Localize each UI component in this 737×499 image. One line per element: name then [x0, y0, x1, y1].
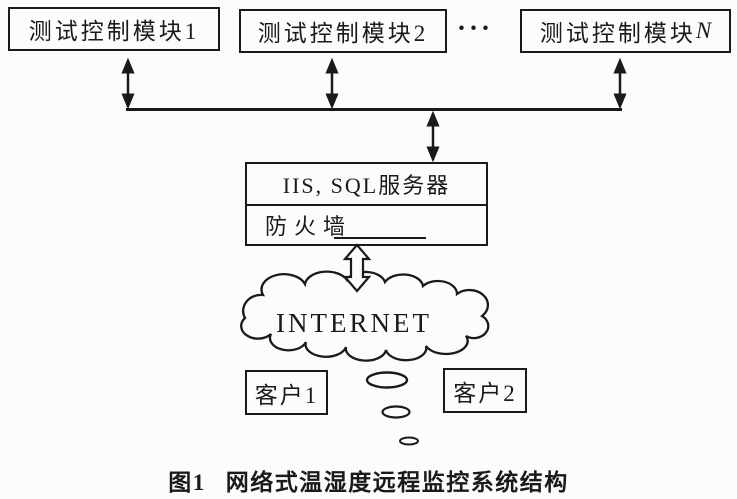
client-1-box: 客户1 [245, 370, 328, 415]
server-cloud-arrow [342, 243, 372, 293]
module-1-label: 测试控制模块1 [28, 19, 200, 44]
module2-bus-arrow [325, 57, 339, 110]
bubble-medium [381, 405, 411, 419]
module-2-box: 测试控制模块2 [239, 9, 447, 53]
figure-number: 图1 [168, 470, 206, 495]
firewall-label: 防火墙 [265, 214, 353, 239]
module-2-label: 测试控制模块2 [257, 21, 429, 46]
server-label: IIS, SQL服务器 [247, 164, 486, 206]
figure-title: 网络式温湿度远程监控系统结构 [225, 470, 569, 495]
bus-server-arrow [426, 110, 440, 163]
internet-label: INTERNET [276, 308, 432, 338]
module-n-suffix: N [695, 18, 712, 43]
moduleN-bus-arrow [613, 57, 627, 110]
module-1-box: 测试控制模块1 [8, 7, 220, 51]
client-2-label: 客户2 [453, 380, 517, 406]
bubble-large [365, 371, 409, 389]
figure-caption: 图1 网络式温湿度远程监控系统结构 [0, 463, 737, 497]
bubble-trail [365, 371, 419, 446]
modules-ellipsis: ··· [456, 12, 493, 43]
bubble-small [399, 436, 419, 446]
internet-cloud [240, 270, 490, 362]
client-2-box: 客户2 [443, 368, 527, 413]
client-1-label: 客户1 [254, 382, 319, 408]
module-n-label: 测试控制模块 [539, 21, 696, 46]
module1-bus-arrow [121, 57, 135, 110]
server-box: IIS, SQL服务器 防火墙 [245, 162, 488, 246]
